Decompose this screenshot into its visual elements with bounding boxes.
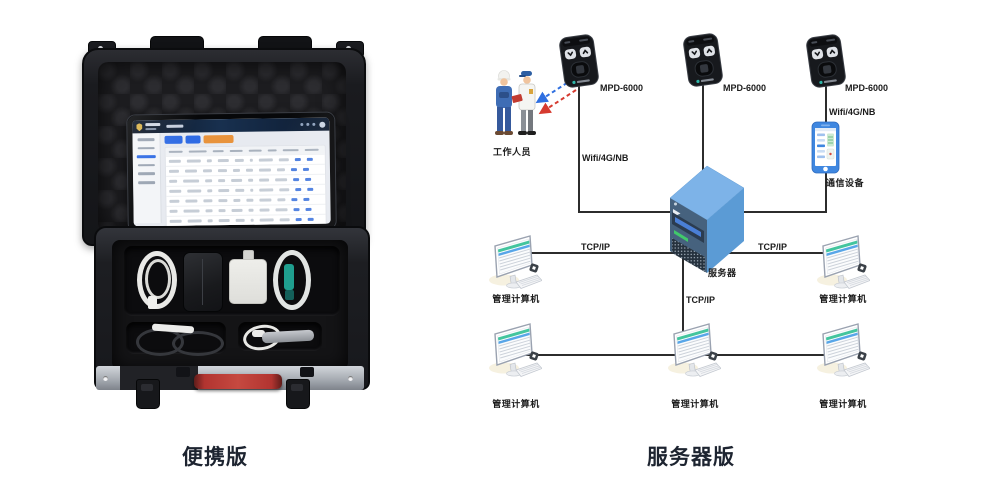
table-row — [166, 213, 326, 226]
body-camera-2 — [681, 32, 725, 88]
primary-button[interactable] — [164, 135, 183, 144]
tcp-label-middle: TCP/IP — [686, 295, 716, 305]
computer-label-1: 管理计算机 — [492, 294, 540, 304]
white-usb-cable-coil — [137, 251, 177, 309]
black-power-bank — [183, 252, 223, 312]
white-usb-cable-coil-inner — [145, 259, 171, 299]
app-top-bar — [132, 117, 330, 134]
front-clip — [176, 367, 190, 377]
computer-label-2: 管理计算机 — [819, 294, 867, 304]
link-phone-server — [740, 168, 827, 213]
signal-arrow-red — [538, 89, 577, 115]
toolbar-icon[interactable] — [312, 122, 316, 126]
tcp-label-right: TCP/IP — [758, 242, 788, 252]
portable-case-photo — [0, 0, 440, 440]
green-cable-connector — [284, 264, 294, 290]
avatar[interactable] — [319, 121, 326, 128]
computer-label-5: 管理计算机 — [819, 399, 867, 409]
device-label-3: MPD-6000 — [845, 83, 889, 93]
workers-figures — [495, 70, 536, 135]
management-computer-2 — [816, 235, 870, 290]
brand-text-placeholder — [145, 122, 161, 126]
app-body — [132, 131, 330, 227]
server-tower — [669, 165, 745, 273]
app-title-placeholder — [166, 124, 184, 128]
screw-hole — [348, 376, 353, 381]
caption-portable: 便携版 — [182, 446, 248, 469]
sidebar-item[interactable] — [138, 172, 156, 176]
app-toolbar — [164, 134, 325, 144]
management-computer-3 — [488, 323, 542, 378]
network-diagram: MPD-6000 MPD-6000 MPD-6000 工作人员 Wifi/4G/… — [440, 0, 960, 470]
red-handle — [194, 374, 282, 389]
workers-label: 工作人员 — [492, 147, 531, 157]
device-label-1: MPD-6000 — [600, 83, 644, 93]
case-latch — [136, 379, 160, 409]
wifi-label-right: Wifi/4G/NB — [829, 107, 876, 117]
tablet-screen — [132, 117, 331, 227]
case-latch — [286, 379, 310, 409]
computer-label-3: 管理计算机 — [492, 399, 540, 409]
white-charger — [229, 259, 267, 304]
diagram-canvas — [488, 32, 870, 378]
management-computer-5 — [816, 323, 870, 378]
black-cable-loop — [172, 331, 224, 356]
sidebar-item[interactable] — [138, 181, 156, 184]
link-device1-server — [578, 84, 675, 213]
white-cable-end — [252, 330, 265, 337]
sidebar-item[interactable] — [137, 138, 155, 141]
app-main — [160, 131, 330, 227]
screw-hole — [103, 376, 108, 381]
body-camera-3 — [804, 33, 848, 89]
phone-label: 通信设备 — [826, 178, 865, 188]
front-clip — [300, 367, 314, 377]
tablet-device — [126, 111, 337, 233]
secondary-button[interactable] — [185, 135, 201, 144]
brand-subtext-placeholder — [145, 127, 157, 130]
device-label-2: MPD-6000 — [723, 83, 767, 93]
export-button[interactable] — [203, 134, 234, 144]
caption-server: 服务器版 — [647, 446, 735, 469]
phone-device — [811, 121, 840, 174]
usb-plug — [148, 296, 157, 309]
computer-label-4: 管理计算机 — [671, 399, 719, 409]
wifi-label-left: Wifi/4G/NB — [582, 153, 629, 163]
server-label: 服务器 — [708, 268, 737, 278]
app-sidebar[interactable] — [132, 132, 162, 224]
sidebar-item[interactable] — [136, 155, 156, 159]
management-computer-1 — [488, 235, 542, 290]
sidebar-item[interactable] — [137, 163, 155, 167]
toolbar-icon[interactable] — [306, 122, 310, 126]
body-camera-1 — [557, 33, 601, 89]
green-cable-coil — [273, 250, 311, 310]
data-table — [164, 144, 327, 227]
shield-logo-icon — [136, 123, 142, 131]
tcp-label-left: TCP/IP — [581, 242, 611, 252]
sidebar-item[interactable] — [137, 146, 155, 150]
toolbar-icon[interactable] — [300, 122, 304, 127]
green-cable-plug — [285, 290, 294, 300]
management-computer-4 — [667, 323, 721, 378]
